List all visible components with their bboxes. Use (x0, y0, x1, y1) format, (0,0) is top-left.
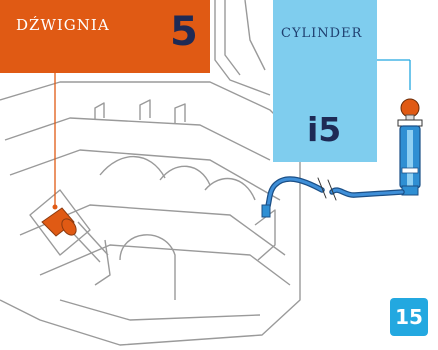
cylinder-i5-part (398, 99, 422, 195)
lever-label-box: DŹWIGNIA 5 (0, 0, 210, 73)
page-number-badge: 15 (390, 298, 428, 336)
cylinder-label-box: CYLINDER i5 (273, 0, 377, 162)
page-number: 15 (390, 298, 428, 336)
lever-number: 5 (170, 8, 198, 56)
hydraulic-hose (262, 178, 402, 217)
cylinder-title: CYLINDER (281, 26, 362, 41)
lever-5-marker (42, 73, 79, 238)
lever-title: DŹWIGNIA (16, 16, 110, 34)
cylinder-code: i5 (307, 112, 341, 148)
